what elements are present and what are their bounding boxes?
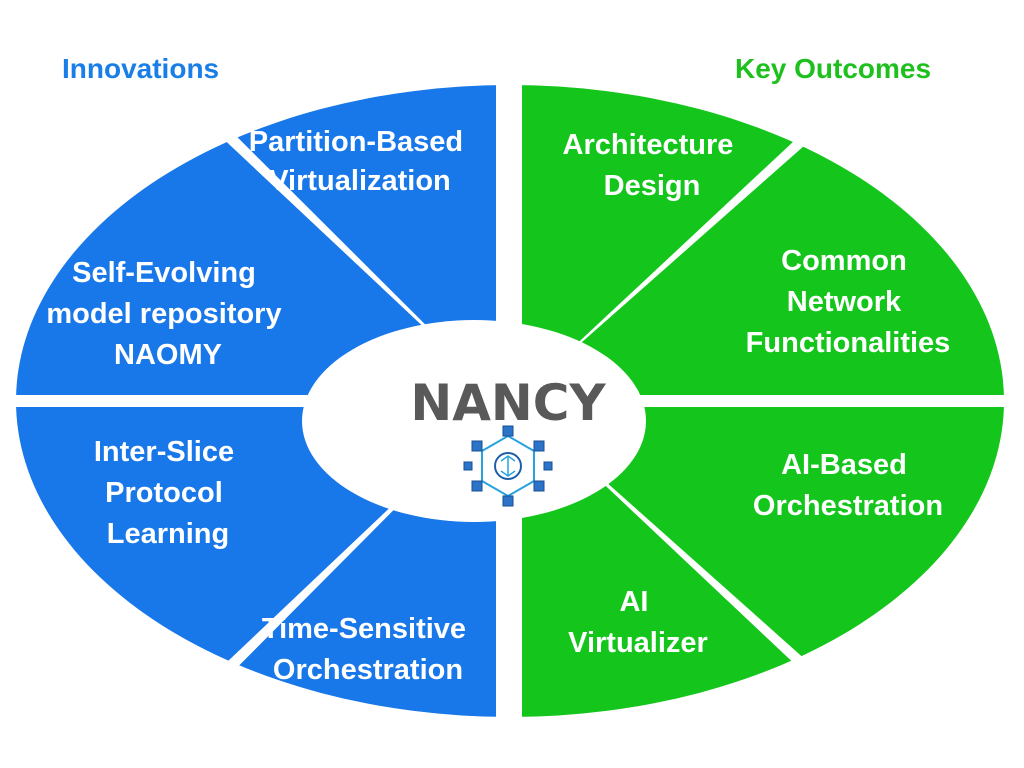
segment-partition-based-virtualization[interactable]: [170, 70, 496, 395]
label-inter-slice-protocol-learning: Inter-Slice Protocol Learning: [94, 436, 242, 550]
label-architecture-design: Architecture Design: [563, 129, 742, 202]
label-ai-virtualizer: AI Virtualizer: [568, 586, 708, 659]
segment-architecture-design[interactable]: [522, 70, 870, 395]
network-brain-cubes-icon: [463, 425, 553, 507]
key-outcomes-header: Key Outcomes: [735, 53, 931, 84]
label-partition-based-virtualization: Partition-Based Virtualization: [249, 126, 471, 197]
label-time-sensitive-orchestration: Time-Sensitive Orchestration: [262, 613, 474, 686]
label-self-evolving-repository: Self-Evolving model repository NAOMY: [46, 257, 289, 371]
innovations-header: Innovations: [62, 53, 219, 84]
label-common-network-functionalities: Common Network Functionalities: [746, 245, 951, 359]
label-ai-based-orchestration: AI-Based Orchestration: [753, 449, 943, 522]
center-title: NANCY: [410, 374, 606, 432]
center-hub: [302, 320, 646, 522]
segment-ai-virtualizer[interactable]: [522, 407, 870, 735]
